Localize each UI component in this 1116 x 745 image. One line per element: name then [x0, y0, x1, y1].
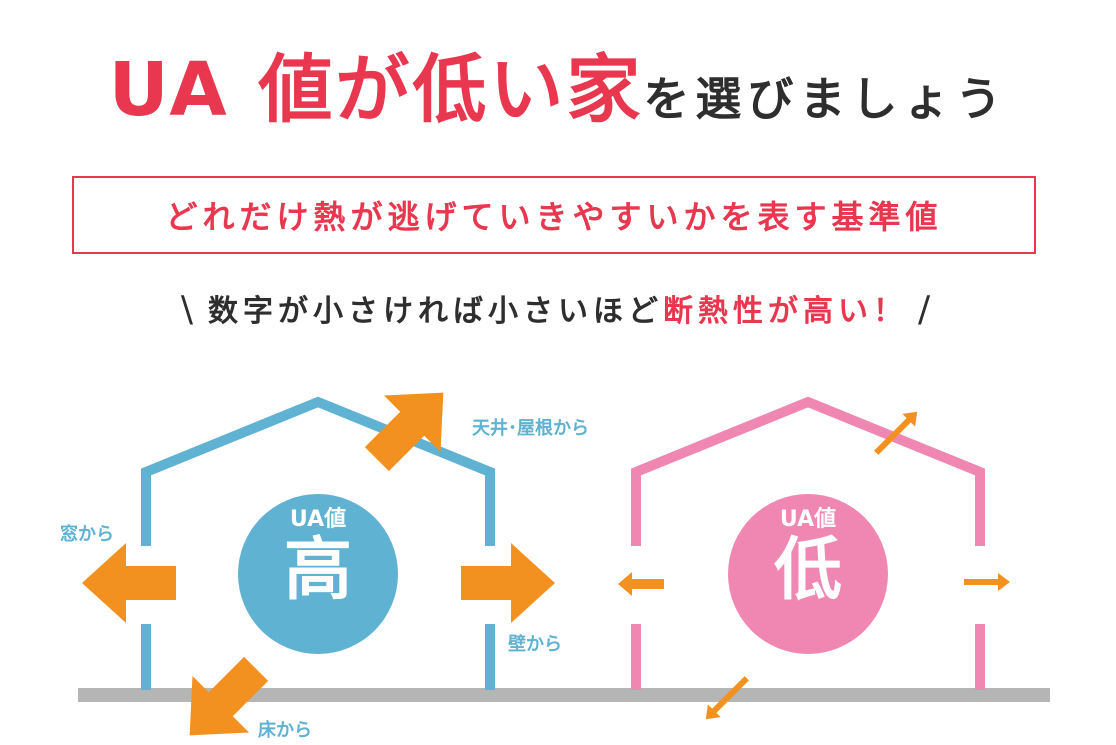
- subtitle-highlight: 断熱性が高い！: [663, 294, 908, 329]
- small-floor-arrow-icon: [705, 676, 749, 720]
- label-window: 窓から: [60, 524, 114, 545]
- ua-high-circle: [238, 494, 398, 654]
- page-title: UA 値が低い家を選びましょう: [0, 30, 1116, 137]
- heat-loss-arrows-small: [618, 411, 1010, 720]
- ua-low-circle: [728, 494, 888, 654]
- window-arrow-icon: [82, 543, 176, 623]
- heat-loss-arrows-large: [82, 392, 555, 736]
- ua-low-badge: UA値 低: [748, 506, 868, 608]
- subtitle-open-slash: \: [180, 289, 198, 330]
- ua-low-caption: UA値: [779, 507, 837, 532]
- subtitle-close-slash: /: [918, 289, 936, 330]
- label-floor: 床から: [258, 720, 312, 741]
- ua-low-value: 低: [773, 531, 842, 610]
- label-roof: 天井･屋根から: [472, 418, 589, 439]
- ua-high-badge: UA値 高: [258, 506, 378, 608]
- small-roof-arrow-icon: [874, 411, 918, 455]
- definition-text: どれだけ熱が逃げていきやすいかを表す基準値: [165, 198, 943, 236]
- title-rest: を選びましょう: [643, 72, 1008, 126]
- ua-high-value: 高: [283, 531, 352, 610]
- roof-arrow-icon: [364, 392, 444, 472]
- ua-high-caption: UA値: [289, 507, 347, 532]
- definition-box: どれだけ熱が逃げていきやすいかを表す基準値: [72, 176, 1036, 254]
- small-wall-arrow-icon: [964, 573, 1010, 591]
- house-low: [620, 396, 996, 690]
- subtitle: \ 数字が小さければ小さいほど断熱性が高い！ /: [0, 286, 1116, 330]
- title-main: UA 値が低い家: [108, 47, 644, 133]
- floor-arrow-icon: [189, 656, 269, 736]
- wall-arrow-icon: [461, 543, 555, 623]
- label-wall: 壁から: [508, 634, 562, 655]
- subtitle-lead: 数字が小さければ小さいほど: [208, 294, 663, 329]
- ground-line: [78, 688, 1050, 702]
- small-window-arrow-icon: [618, 572, 664, 596]
